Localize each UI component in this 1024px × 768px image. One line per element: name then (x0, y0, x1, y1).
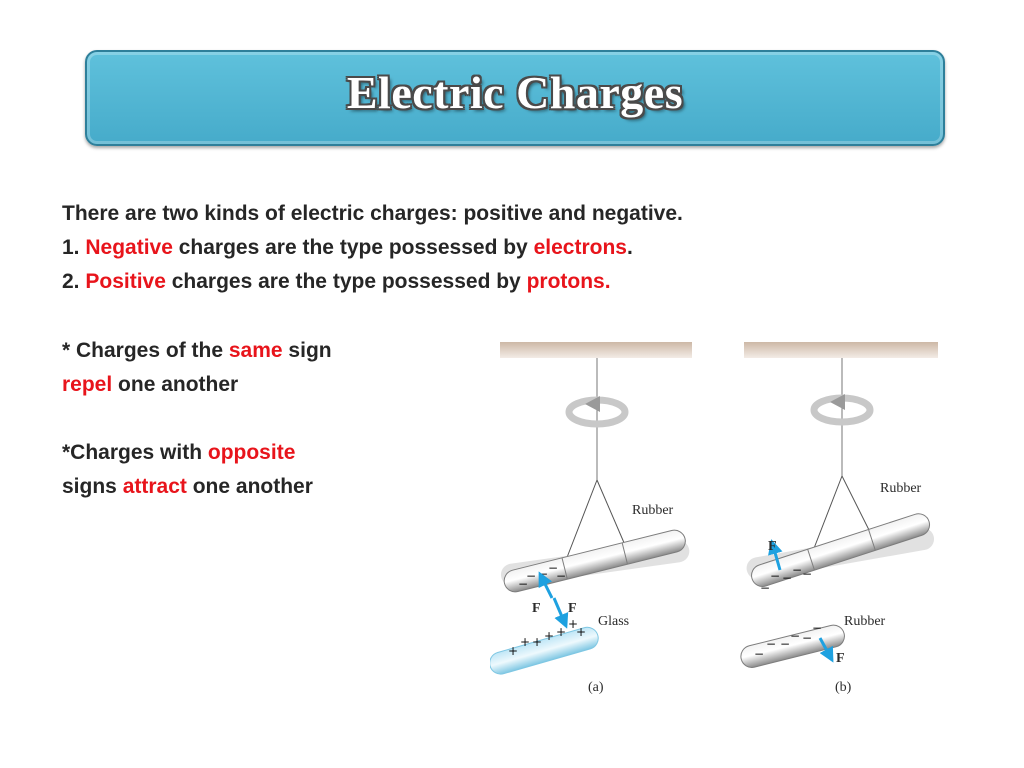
ceiling-b (744, 342, 938, 358)
force-label-a2: F (568, 601, 577, 616)
panel-b: − − − − − Rubber F − − − − − − F Rubber … (740, 342, 938, 695)
glass-label-a: Glass (598, 614, 629, 629)
glass-rod-a (490, 626, 599, 675)
neg-charge-b: − (770, 569, 780, 583)
same-highlight: same (228, 339, 283, 362)
caption-a: (a) (588, 680, 604, 695)
caption-b: (b) (835, 680, 852, 695)
positive-charge-line: 2. Positive charges are the type possess… (62, 265, 611, 299)
rubber-label-b-top: Rubber (880, 481, 922, 496)
stirrup-left-b (810, 475, 843, 557)
line-text: charges are the type possessed by (172, 236, 534, 259)
neg-charge-b: − (760, 581, 770, 595)
neg-charge-b: − (754, 647, 764, 661)
force-arrow-b1 (768, 539, 783, 571)
line-end: . (626, 236, 633, 259)
charge-interaction-figure: − − − − − Rubber F F + + + + + + + Glass… (490, 342, 938, 695)
pos-charge-a: + (576, 625, 586, 639)
positive-highlight: Positive (85, 270, 166, 293)
pos-charge-a: + (556, 625, 566, 639)
opposite-sign-note-cont: signs attract one another (62, 470, 313, 504)
slide-title: Electric Charges (346, 67, 684, 118)
pos-charge-a: + (532, 635, 542, 649)
stirrup-right-a (596, 479, 629, 553)
note-text: one another (112, 373, 239, 396)
note-text: * Charges of the (62, 339, 229, 362)
neg-charge-a: − (556, 569, 566, 583)
rotation-arrow-icon (810, 394, 874, 426)
neg-charge-a: − (526, 569, 536, 583)
line-text: charges are the type possessed by (165, 270, 527, 293)
same-sign-note: * Charges of the same sign (62, 334, 332, 368)
neg-charge-a: − (548, 561, 558, 575)
rubber-rod-b-top (746, 513, 935, 587)
repel-highlight: repel (62, 373, 113, 396)
protons-highlight: protons. (526, 270, 611, 293)
note-text: sign (282, 339, 332, 362)
neg-charge-b: − (766, 637, 776, 651)
rubber-label-a: Rubber (632, 503, 674, 518)
rubber-label-b-bottom: Rubber (844, 614, 886, 629)
intro-line: There are two kinds of electric charges:… (62, 202, 683, 225)
negative-charge-line: 1. Negative charges are the type possess… (62, 231, 633, 265)
panel-a: − − − − − Rubber F F + + + + + + + Glass… (490, 342, 692, 695)
list-number: 2. (62, 270, 86, 293)
opposite-sign-note: *Charges with opposite (62, 436, 295, 470)
title-banner: Electric Charges (85, 50, 945, 146)
pos-charge-a: + (568, 617, 578, 631)
neg-charge-b: − (812, 621, 822, 635)
neg-charge-b: − (792, 563, 802, 577)
opposite-highlight: opposite (207, 441, 296, 464)
stirrup-left-a (565, 479, 598, 561)
force-label-b2: F (836, 651, 845, 666)
list-number: 1. (62, 236, 86, 259)
pos-charge-a: + (544, 629, 554, 643)
neg-charge-b: − (802, 631, 812, 645)
electrons-highlight: electrons (533, 236, 627, 259)
pos-charge-a: + (520, 635, 530, 649)
neg-charge-b: − (802, 567, 812, 581)
same-sign-note-cont: repel one another (62, 368, 238, 402)
force-arrow-b2 (818, 637, 834, 663)
force-label-b1: F (768, 539, 777, 554)
neg-charge-b: − (780, 637, 790, 651)
neg-charge-b: − (790, 629, 800, 643)
ceiling-a (500, 342, 692, 358)
pos-charge-a: + (508, 644, 518, 658)
negative-highlight: Negative (85, 236, 173, 259)
force-arrow-a2 (552, 597, 569, 629)
neg-charge-b: − (782, 571, 792, 585)
rubber-rod-b-bottom (740, 624, 845, 668)
force-label-a1: F (532, 601, 541, 616)
attract-highlight: attract (122, 475, 187, 498)
rotation-arrow-icon (565, 396, 629, 428)
note-text: *Charges with (62, 441, 208, 464)
note-text: signs (62, 475, 123, 498)
rubber-rod-a (500, 529, 690, 593)
note-text: one another (186, 475, 313, 498)
force-arrow-a1 (538, 571, 554, 599)
neg-charge-a: − (518, 577, 528, 591)
